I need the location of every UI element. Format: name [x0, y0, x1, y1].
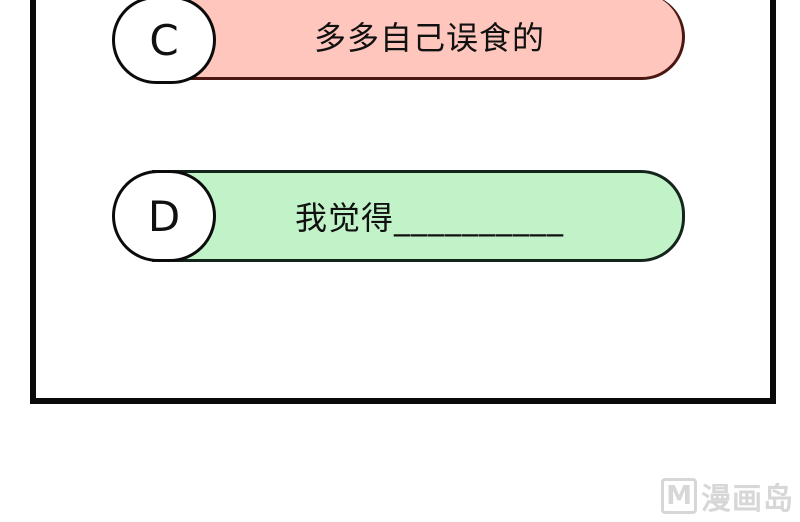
watermark-logo-letter: M: [666, 481, 692, 511]
option-d-letter: D: [147, 191, 181, 241]
option-d-pill[interactable]: 我觉得__________: [152, 170, 685, 262]
option-c-text: 多多自己误食的: [313, 18, 545, 57]
option-c-pill[interactable]: 多多自己误食的: [152, 0, 685, 80]
option-d-text: 我觉得__________: [294, 199, 564, 237]
option-c-badge: C: [112, 0, 216, 84]
watermark-logo-icon: M: [661, 478, 697, 514]
option-c-letter: C: [149, 15, 179, 65]
option-c[interactable]: 多多自己误食的 C: [112, 0, 688, 84]
option-d-badge: D: [112, 170, 216, 262]
option-d[interactable]: 我觉得__________ D: [112, 170, 688, 262]
watermark: M 漫画岛: [661, 474, 794, 518]
watermark-text: 漫画岛: [701, 482, 794, 517]
